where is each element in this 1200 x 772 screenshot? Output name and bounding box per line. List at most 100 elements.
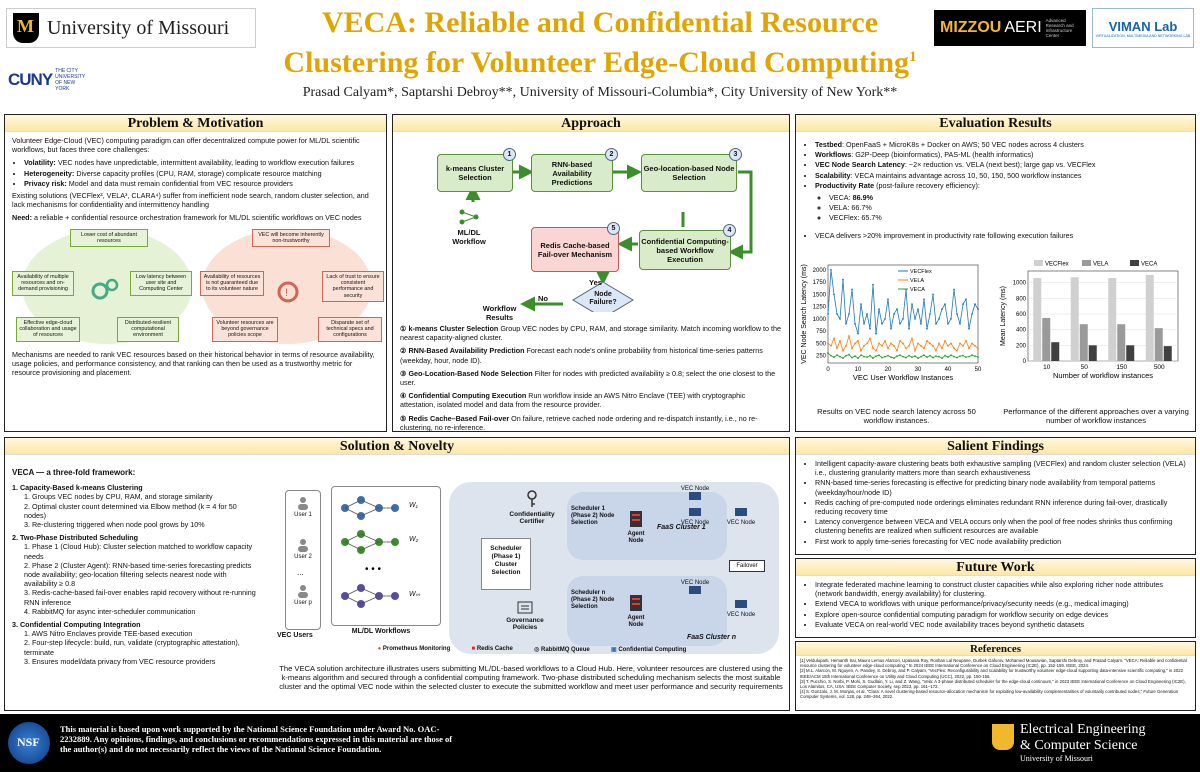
venn-top-right: VEC will become inherently non-trustwort… xyxy=(252,228,330,248)
line-chart-caption: Results on VEC node search latency acros… xyxy=(817,407,976,425)
problem-need: Need: a reliable + confidential resource… xyxy=(12,213,379,222)
series-point-VELA xyxy=(971,342,973,345)
series-point-VELA xyxy=(944,340,946,342)
eval-prod-item: VECA: 86.9% xyxy=(829,193,1188,202)
series-point-VECA xyxy=(923,354,925,357)
solution-item: 2. Optimal cluster count determined via … xyxy=(24,501,237,520)
approach-step-title: k-means Cluster Selection xyxy=(406,324,499,333)
eval-bullet: Productivity Rate (post-failure recovery… xyxy=(815,181,1188,190)
scheduler-1: Scheduler 1 (Phase 2) Node Selection xyxy=(571,506,615,526)
lock-icon: ▣ xyxy=(610,647,617,653)
mldl-text: ML/DL Workflow xyxy=(452,228,486,246)
series-point-VECA xyxy=(902,355,904,358)
series-point-VELA xyxy=(950,342,952,345)
key-icon xyxy=(527,490,537,507)
bar-legend-swatch xyxy=(1034,260,1043,266)
user-icon xyxy=(298,497,308,510)
problem-intro: Volunteer Edge-Cloud (VEC) computing par… xyxy=(12,136,360,155)
series-point-VECFlex xyxy=(851,288,853,291)
series-point-VECFlex xyxy=(866,313,868,315)
series-point-VELA xyxy=(872,347,874,350)
bar-VECFlex xyxy=(1033,278,1042,361)
series-point-VELA xyxy=(881,344,883,347)
reference-item: [3] T. Pucchio, S. Norbi, P. Mohi, S. Gu… xyxy=(800,678,1186,690)
server-icon xyxy=(630,511,642,527)
w2-label: W₂ xyxy=(409,536,419,543)
series-point-VELA xyxy=(851,347,853,350)
line-y-tick: 750 xyxy=(816,329,827,335)
eval-bullet: Scalability: VECA maintains advantage ac… xyxy=(815,171,1188,180)
approach-arrows xyxy=(465,164,753,312)
series-point-VECA xyxy=(929,354,931,357)
series-point-VELA xyxy=(968,347,970,350)
approach-step-text: Run workflow inside an AWS Nitro Enclave… xyxy=(400,391,746,410)
solution-item: 1. Phase 1 (Cloud Hub): Cluster selectio… xyxy=(24,542,253,561)
eval-prod-item-text: VELA: 66.7% xyxy=(829,203,872,213)
server-icon xyxy=(630,595,642,611)
series-point-VELA xyxy=(908,344,910,347)
line-x-tick: 0 xyxy=(826,367,830,373)
ece-line2: & Computer Science xyxy=(1020,738,1138,753)
user-1: User 1 xyxy=(289,496,317,518)
reference-item: [4] S. Gonzalo, J. M. Monjas, et al. "Cl… xyxy=(800,689,1179,700)
series-point-VELA xyxy=(953,347,955,350)
confc-item: ▣ Confidential Computing xyxy=(611,646,686,660)
governance: Governance Policies xyxy=(499,600,551,632)
approach-step-title: RNN-Based Availability Prediction xyxy=(406,346,525,356)
series-point-VECA xyxy=(968,355,970,358)
series-point-VELA xyxy=(857,340,859,342)
series-point-VECA xyxy=(971,354,973,357)
series-point-VELA xyxy=(884,340,886,342)
vec-node-d-label: VEC Node xyxy=(680,580,710,586)
eval-bullet: VEC Node Search Latency: ~2× reduction v… xyxy=(815,160,1188,169)
series-point-VELA xyxy=(923,347,925,350)
approach-step-title: Redis Cache–Based Fail-over xyxy=(406,413,510,423)
series-point-VELA xyxy=(917,342,919,345)
monitor-icon xyxy=(689,492,701,500)
series-point-VECFlex xyxy=(935,322,937,325)
line-y-tick: 1750 xyxy=(813,280,827,286)
bar-VECA xyxy=(1126,345,1135,361)
series-point-VECFlex xyxy=(914,318,916,320)
eval-bullet-bold: VEC Node Search Latency xyxy=(815,160,905,170)
series-point-VECFlex xyxy=(929,313,931,315)
series-point-VECFlex xyxy=(932,293,934,296)
approach-step-num: ④ xyxy=(400,391,407,401)
salient-heading: Salient Findings xyxy=(796,438,1195,455)
bar-x-tick: 150 xyxy=(1116,364,1127,371)
series-point-VECFlex xyxy=(839,318,841,320)
series-point-VECA xyxy=(911,356,913,359)
venn-distrib: Distributed-resilient computational envi… xyxy=(117,316,179,342)
series-point-VELA xyxy=(914,349,916,352)
users-dots: ... xyxy=(297,568,304,577)
series-point-VELA xyxy=(977,347,979,350)
series-point-VECA xyxy=(956,356,958,359)
series-point-VECA xyxy=(884,355,886,358)
sol-section-3-items: 1. AWS Nitro Enclaves provide TEE-based … xyxy=(24,629,260,666)
series-point-VECA xyxy=(842,357,844,359)
scheduler-phase1: Scheduler (Phase 1) Cluster Selection xyxy=(481,538,531,590)
problem-bullet-text: Model and data must remain confidential … xyxy=(66,178,293,188)
references-list: [1] Velduluparti, Hemanth Sai, Mauro Lem… xyxy=(796,656,1195,702)
eval-bullet: Workflows: G2P-Deep (bioinformatics), PA… xyxy=(815,150,1188,159)
line-y-label: VEC Node Search Latency (ms) xyxy=(801,264,808,364)
eval-bullet-bold: Testbed xyxy=(815,140,843,149)
series-point-VECA xyxy=(896,355,898,358)
mu-shield-icon xyxy=(13,13,39,43)
mu-name: University of Missouri xyxy=(47,16,230,39)
bar-y-tick: 1000 xyxy=(1013,281,1027,287)
series-point-VELA xyxy=(938,342,940,345)
title-sup: 1 xyxy=(909,49,917,65)
bar-x-tick: 50 xyxy=(1081,364,1089,371)
series-point-VECA xyxy=(839,355,841,358)
series-point-VECA xyxy=(977,356,979,359)
bar-y-tick: 800 xyxy=(1016,296,1027,302)
series-point-VECFlex xyxy=(923,298,925,301)
bar-VELA xyxy=(1079,324,1088,361)
ece-line1: Electrical Engineering xyxy=(1020,722,1146,737)
governance-icon xyxy=(517,601,533,614)
w1-label: W₁ xyxy=(409,502,418,509)
series-point-VECFlex xyxy=(938,318,940,320)
line-y-tick: 1250 xyxy=(813,305,827,311)
